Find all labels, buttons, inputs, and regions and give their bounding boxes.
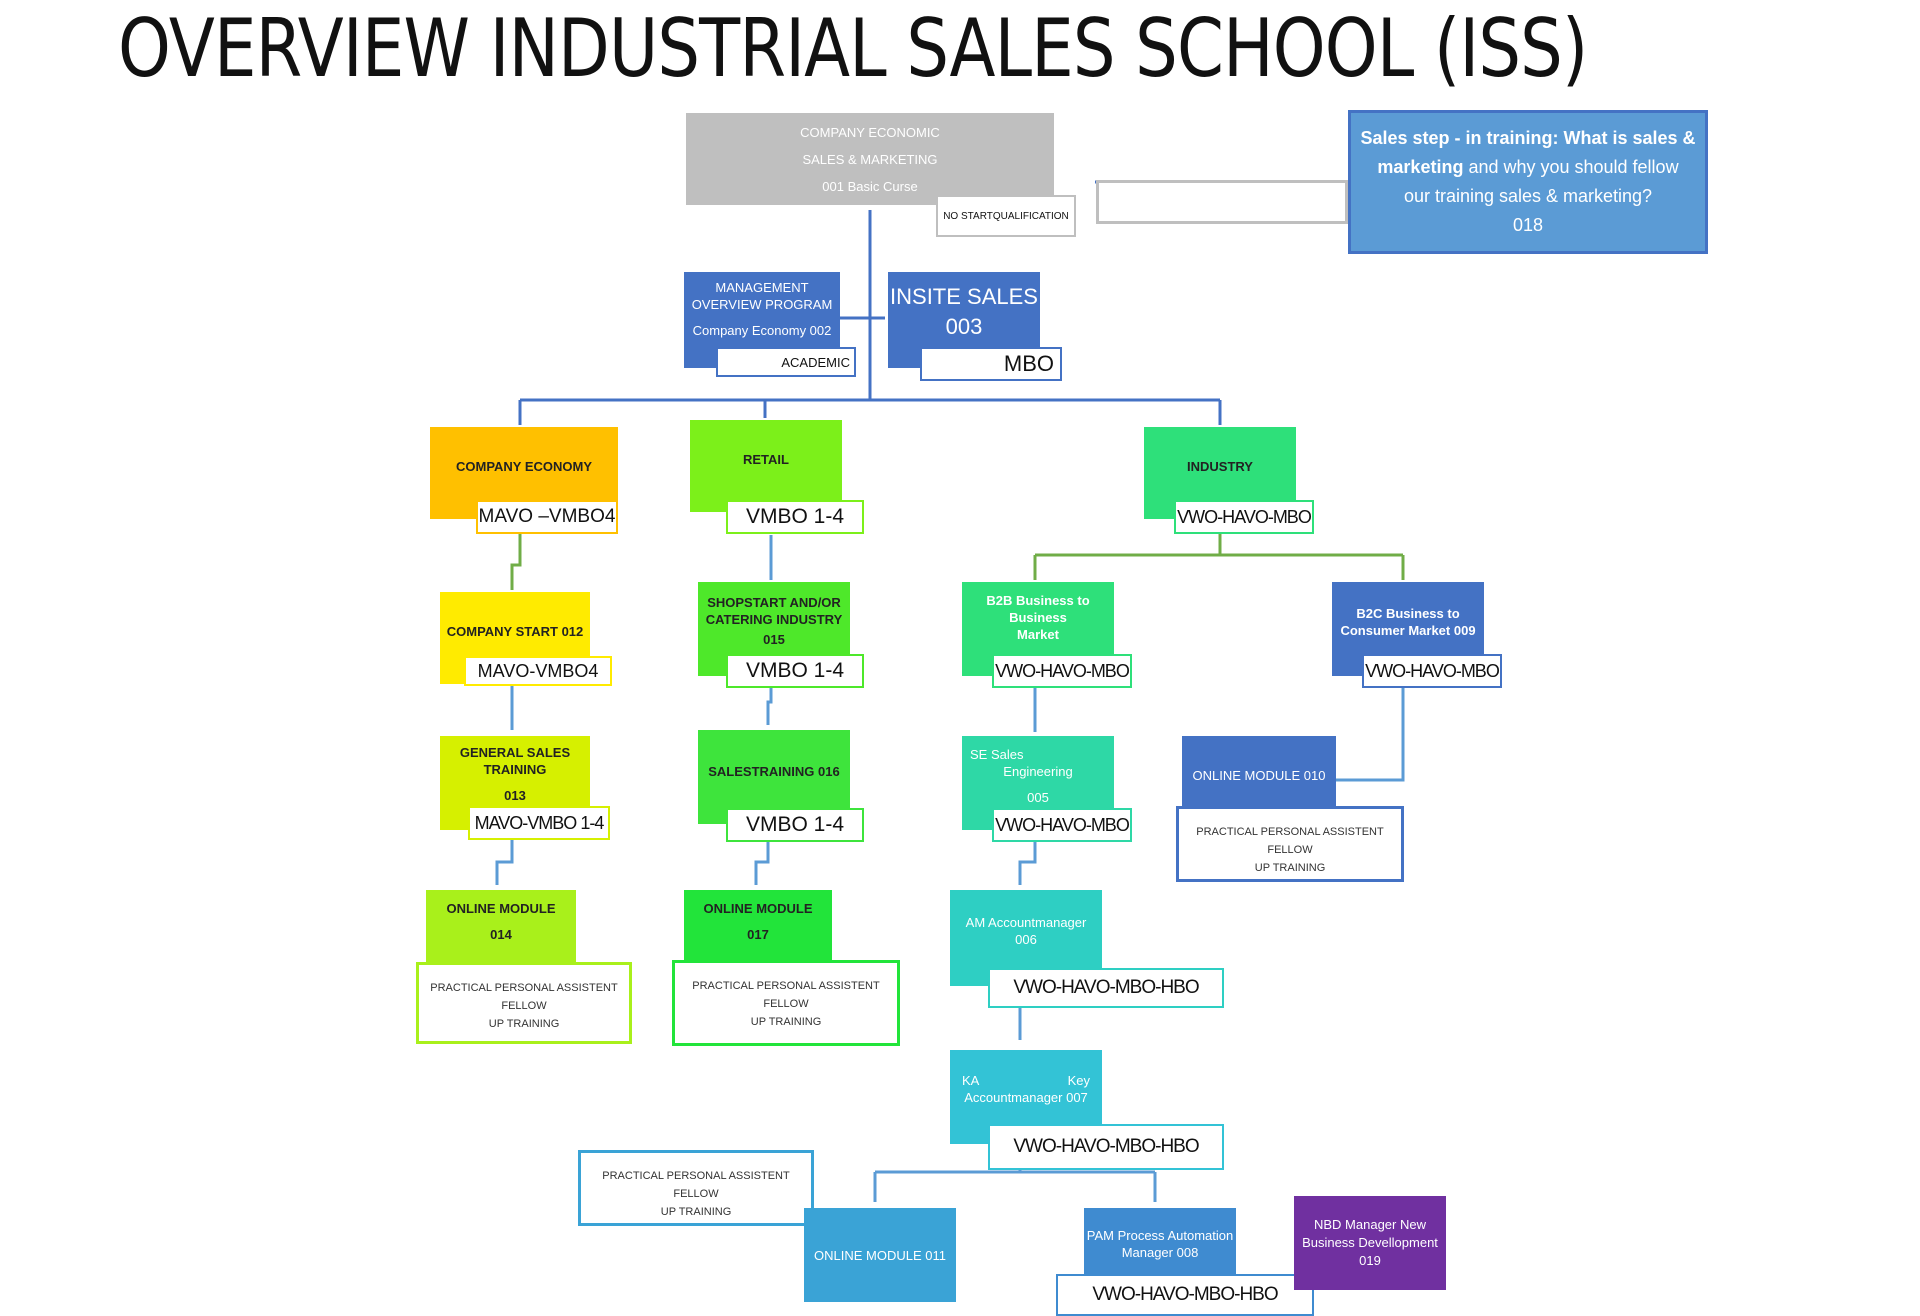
- b2b-line1: B2B Business to Business: [986, 593, 1090, 625]
- sales-step-placeholder: [1096, 180, 1348, 224]
- connector-b2c-om010: [1335, 685, 1405, 782]
- online-011-note-line1: PRACTICAL PERSONAL ASSISTENT FELLOW: [602, 1170, 790, 1200]
- shopstart-line1: SHOPSTART AND/OR: [707, 595, 841, 610]
- b2b-tag: VWO-HAVO-MBO: [992, 654, 1132, 688]
- b2c-line1: B2C Business to: [1356, 606, 1460, 621]
- node-sales-step: Sales step - in training: What is sales …: [1348, 110, 1708, 254]
- salestraining-tag: VMBO 1-4: [726, 808, 864, 842]
- industry-tag: VWO-HAVO-MBO: [1174, 500, 1314, 534]
- sales-step-line4: 018: [1512, 215, 1544, 235]
- management-line2: OVERVIEW PROGRAM: [691, 297, 833, 312]
- company-economy-tag: MAVO –VMBO4: [476, 500, 618, 534]
- key-account-line2: Accountmanager 007: [964, 1090, 1088, 1105]
- insite-sales-line2: 003: [945, 314, 983, 339]
- online-014-line2: 014: [490, 927, 512, 942]
- online-010-note-line2: UP TRAINING: [1254, 862, 1326, 874]
- connector-st-om017: [754, 840, 770, 885]
- account-manager-line2: 006: [1015, 932, 1037, 947]
- account-manager-tag: VWO-HAVO-MBO-HBO: [988, 968, 1224, 1008]
- connector-ce-cs: [510, 530, 522, 590]
- online-010-note-line1: PRACTICAL PERSONAL ASSISTENT FELLOW: [1196, 826, 1384, 856]
- industry-label: INDUSTRY: [1187, 458, 1253, 474]
- b2b-line2: Market: [1017, 627, 1059, 642]
- company-economy-label: COMPANY ECONOMY: [455, 458, 593, 474]
- company-start-tag: MAVO-VMBO4: [464, 656, 612, 686]
- shopstart-line3: 015: [763, 632, 785, 647]
- node-online-011: ONLINE MODULE 011: [804, 1208, 956, 1302]
- nbd-line1: NBD Manager New: [1314, 1217, 1426, 1232]
- key-account-tag: VWO-HAVO-MBO-HBO: [988, 1124, 1224, 1170]
- company-economic-line3: 001 Basic Curse: [822, 178, 918, 194]
- connector-industry-split: [1033, 530, 1405, 580]
- online-014-note-line2: UP TRAINING: [488, 1018, 560, 1030]
- se-sales-line1: SE Sales: [970, 747, 1024, 762]
- pam-line2: Manager 008: [1121, 1245, 1199, 1260]
- insite-sales-tag: MBO: [920, 347, 1062, 381]
- online-010-label: ONLINE MODULE 010: [1192, 767, 1326, 783]
- retail-label: RETAIL: [743, 451, 789, 467]
- general-sales-line1: GENERAL SALES: [459, 745, 571, 760]
- b2c-tag: VWO-HAVO-MBO: [1362, 654, 1502, 688]
- online-017-line1: ONLINE MODULE: [703, 901, 813, 916]
- online-010-note: PRACTICAL PERSONAL ASSISTENT FELLOW UP T…: [1176, 806, 1404, 882]
- node-online-017: ONLINE MODULE 017: [684, 890, 832, 970]
- node-online-010: ONLINE MODULE 010: [1182, 736, 1336, 814]
- connector-shop-st: [766, 685, 773, 725]
- online-014-note-line1: PRACTICAL PERSONAL ASSISTENT FELLOW: [430, 982, 618, 1012]
- key-account-line1-right: Key: [1067, 1073, 1090, 1088]
- general-sales-line3: 013: [504, 788, 526, 803]
- management-line3: Company Economy 002: [692, 323, 832, 338]
- company-economic-line2: SALES & MARKETING: [802, 151, 938, 167]
- nbd-line3: 019: [1359, 1253, 1381, 1268]
- pam-tag: VWO-HAVO-MBO-HBO: [1056, 1274, 1314, 1316]
- account-manager-line1: AM Accountmanager: [965, 915, 1087, 930]
- online-014-line1: ONLINE MODULE: [446, 901, 556, 916]
- se-sales-tag: VWO-HAVO-MBO: [992, 808, 1132, 842]
- insite-sales-line1: INSITE SALES: [890, 284, 1038, 309]
- sales-step-line3: our training sales & marketing?: [1403, 186, 1653, 206]
- node-company-economic: COMPANY ECONOMIC SALES & MARKETING 001 B…: [686, 113, 1054, 205]
- node-nbd: NBD Manager New Business Devellopment 01…: [1294, 1196, 1446, 1290]
- online-014-note: PRACTICAL PERSONAL ASSISTENT FELLOW UP T…: [416, 962, 632, 1044]
- connector-se-am: [1018, 840, 1037, 885]
- online-017-note-line2: UP TRAINING: [750, 1016, 822, 1028]
- company-start-label: COMPANY START 012: [446, 623, 584, 639]
- management-tag: ACADEMIC: [716, 347, 856, 377]
- retail-tag: VMBO 1-4: [726, 500, 864, 534]
- online-011-label: ONLINE MODULE 011: [814, 1247, 946, 1263]
- general-sales-line2: TRAINING: [483, 762, 547, 777]
- sales-step-line2-rest: and why you should fellow: [1463, 157, 1679, 177]
- online-011-note-line2: UP TRAINING: [660, 1206, 732, 1218]
- general-sales-tag: MAVO-VMBO 1-4: [468, 806, 610, 840]
- se-sales-line3: 005: [1027, 790, 1049, 805]
- node-online-014: ONLINE MODULE 014: [426, 890, 576, 970]
- se-sales-line2: Engineering: [1003, 764, 1073, 779]
- company-economic-line1: COMPANY ECONOMIC: [800, 124, 940, 140]
- online-017-line2: 017: [747, 927, 769, 942]
- salestraining-label: SALESTRAINING 016: [708, 763, 840, 779]
- key-account-line1-left: KA: [962, 1073, 980, 1088]
- online-017-note: PRACTICAL PERSONAL ASSISTENT FELLOW UP T…: [672, 960, 900, 1046]
- management-line1: MANAGEMENT: [715, 280, 809, 295]
- online-017-note-line1: PRACTICAL PERSONAL ASSISTENT FELLOW: [692, 980, 880, 1010]
- company-economic-tag: NO STARTQUALIFICATION: [936, 195, 1076, 237]
- node-pam: PAM Process Automation Manager 008: [1084, 1208, 1236, 1280]
- sales-step-line1: Sales step - in training: What is sales …: [1360, 128, 1696, 148]
- page-title: OVERVIEW INDUSTRIAL SALES SCHOOL (ISS): [118, 2, 1588, 95]
- nbd-line2: Business Devellopment: [1302, 1235, 1438, 1250]
- b2c-line2: Consumer Market 009: [1340, 623, 1476, 638]
- connector-gst-om014: [495, 840, 514, 885]
- node-retail: RETAIL: [690, 420, 842, 512]
- shopstart-tag: VMBO 1-4: [726, 654, 864, 688]
- sales-step-line2-bold: marketing: [1377, 157, 1464, 177]
- pam-line1: PAM Process Automation: [1086, 1228, 1234, 1243]
- shopstart-line2: CATERING INDUSTRY: [705, 612, 843, 627]
- online-011-note: PRACTICAL PERSONAL ASSISTENT FELLOW UP T…: [578, 1150, 814, 1226]
